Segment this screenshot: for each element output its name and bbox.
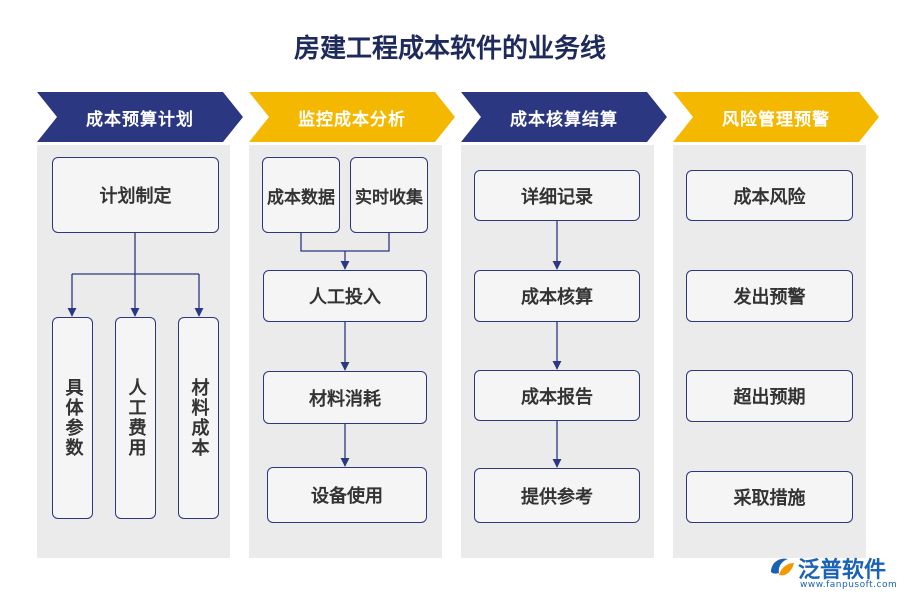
column-2-header: 监控成本分析 xyxy=(249,92,455,142)
report-box: 成本报告 xyxy=(474,370,640,421)
column-4-header: 风险管理预警 xyxy=(673,92,879,142)
step-box-3: 设备使用 xyxy=(267,467,427,523)
logo-name: 泛普软件 xyxy=(798,558,887,583)
column-2-header-label: 监控成本分析 xyxy=(298,109,406,130)
pair-box-2: 实时收集 xyxy=(350,157,428,233)
step-box-2: 材料消耗 xyxy=(263,371,427,424)
record-box: 详细记录 xyxy=(474,170,640,221)
warning-box: 发出预警 xyxy=(686,270,853,322)
column-4-header-label: 风险管理预警 xyxy=(722,109,830,130)
risk-box: 成本风险 xyxy=(686,170,853,221)
fanpu-logo-icon xyxy=(771,558,794,576)
logo-url: www.fanpusoft.com xyxy=(800,580,898,590)
column-1-header: 成本预算计划 xyxy=(37,92,243,142)
plan-box: 计划制定 xyxy=(52,157,219,233)
item-box-1: 具体参数 xyxy=(52,317,93,519)
measures-box: 采取措施 xyxy=(686,471,853,523)
accounting-box: 成本核算 xyxy=(474,270,640,322)
item-box-3: 材料成本 xyxy=(178,317,219,519)
brand-logo: 泛普软件 www.fanpusoft.com xyxy=(768,550,897,596)
column-1-header-label: 成本预算计划 xyxy=(86,109,194,130)
reference-box: 提供参考 xyxy=(474,468,640,523)
connector-pair-merge xyxy=(300,233,390,252)
page-title: 房建工程成本软件的业务线 xyxy=(293,34,606,64)
connector-plan-to-items xyxy=(72,233,199,275)
step-box-1: 人工投入 xyxy=(263,270,427,322)
item-box-2: 人工费用 xyxy=(115,317,156,519)
exceed-box: 超出预期 xyxy=(686,370,853,422)
column-3-header-label: 成本核算结算 xyxy=(510,109,618,130)
pair-box-1: 成本数据 xyxy=(262,157,340,233)
column-3-header: 成本核算结算 xyxy=(461,92,667,142)
